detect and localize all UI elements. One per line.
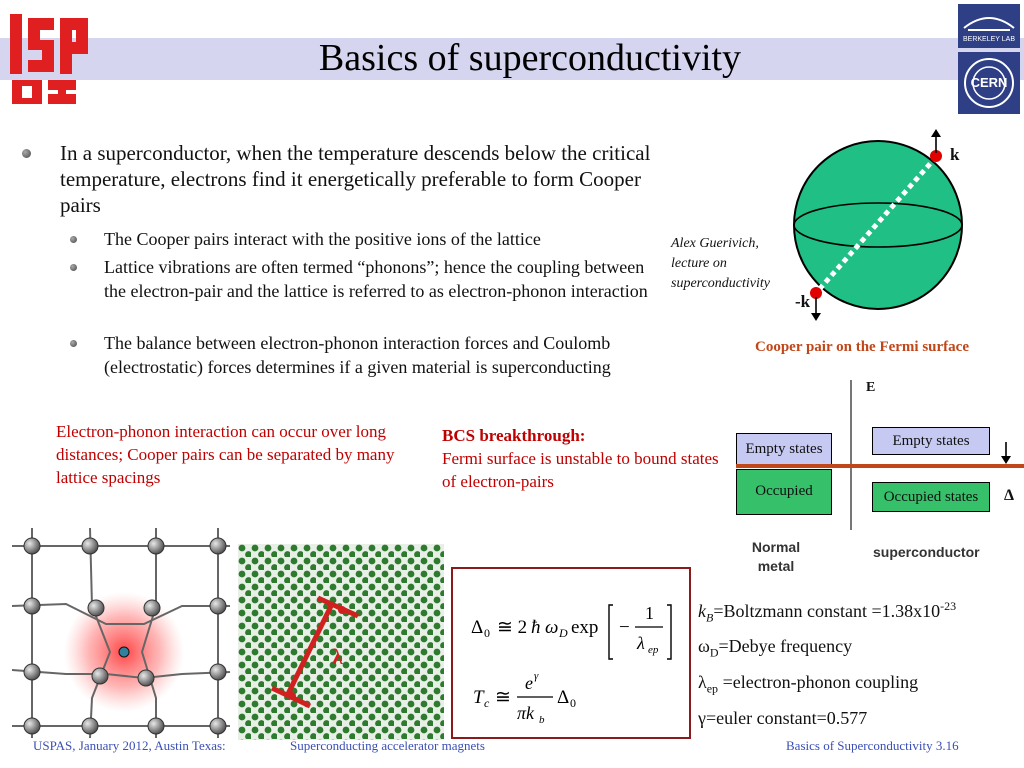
svg-text:exp: exp [571, 617, 598, 638]
sub-bullet-text: The balance between electron-phonon inte… [104, 333, 611, 377]
sub-bullet: The Cooper pairs interact with the posit… [70, 227, 670, 251]
bcs-title: BCS breakthrough: [442, 426, 586, 445]
cern-text: CERN [970, 75, 1008, 90]
bullet-icon [70, 236, 77, 243]
kb-subscript: B [706, 610, 714, 625]
cern-logo: CERN [958, 52, 1020, 114]
svg-text:ep: ep [648, 644, 659, 656]
cooper-pair-link [814, 155, 938, 295]
normal-metal-label: Normal metal [736, 538, 816, 576]
normal-empty-states: Empty states [736, 433, 832, 465]
kb-text: =Boltzmann constant =1.38x10 [713, 601, 941, 621]
main-bullet-text: In a superconductor, when the temperatur… [60, 141, 651, 217]
lep-text: =electron-phonon coupling [718, 672, 919, 692]
svg-text:Δ: Δ [557, 687, 569, 708]
credit-line: superconductivity [671, 276, 771, 291]
wd-text: =Debye frequency [718, 636, 853, 656]
berkeley-lab-logo: BERKELEY LAB [958, 4, 1020, 48]
svg-text:e: e [525, 673, 533, 693]
sub-bullet: The balance between electron-phonon inte… [70, 331, 670, 379]
credit-line: lecture on [671, 256, 727, 271]
gap-arrow [1001, 442, 1011, 464]
svg-text:T: T [473, 687, 485, 708]
normal-label-line: metal [757, 558, 795, 574]
fermi-level-line [736, 464, 1024, 468]
fermi-sphere-diagram [793, 129, 963, 321]
legend-debye: ωD=Debye frequency [698, 636, 852, 661]
svg-text:λ: λ [636, 633, 645, 653]
kb-symbol: k [698, 601, 706, 621]
title-band [0, 38, 1024, 80]
lep-symbol: λ [698, 672, 707, 692]
super-occupied-states: Occupied states [872, 482, 990, 512]
energy-axis-label: E [866, 380, 876, 395]
svg-text:γ: γ [534, 670, 539, 682]
arrow-down-icon [811, 313, 821, 321]
bullet-icon [70, 264, 77, 271]
legend-kb: kB=Boltzmann constant =1.38x10-23 [698, 599, 956, 626]
bcs-note: BCS breakthrough: Fermi surface is unsta… [442, 424, 722, 493]
svg-text:1: 1 [645, 603, 654, 623]
bcs-text: Fermi surface is unstable to bound state… [442, 449, 719, 491]
svg-text:0: 0 [570, 696, 576, 710]
electron-minus-k [810, 287, 822, 299]
sphere-caption: Cooper pair on the Fermi surface [755, 339, 969, 355]
super-empty-states: Empty states [872, 427, 990, 455]
kb-exponent: -23 [940, 599, 957, 613]
phonon-note: Electron-phonon interaction can occur ov… [56, 422, 395, 487]
svg-text:c: c [484, 696, 490, 710]
normal-occupied: Occupied [736, 469, 832, 515]
fermi-sphere [793, 140, 963, 310]
energy-axis [850, 380, 852, 530]
svg-text:−: − [619, 617, 630, 638]
bcs-formulas: Δ 0 ≅ 2 ħ ω D exp − 1 λ ep T c ≅ e γ πk … [471, 603, 672, 726]
minus-k-label: -k [795, 292, 811, 311]
svg-text:Δ: Δ [471, 617, 483, 638]
credit-line: Alex Guerivich, [671, 236, 759, 251]
wd-symbol: ω [698, 636, 710, 656]
legend-gamma: γ=euler constant=0.577 [698, 708, 868, 728]
wd-subscript: D [709, 645, 719, 660]
legend-lambda: λep =electron-phonon coupling [698, 672, 918, 697]
electron-k [930, 150, 942, 162]
footer-right: Basics of Superconductivity 3.16 [786, 738, 959, 753]
k-label: k [950, 145, 960, 164]
arrow-down-icon [1001, 456, 1011, 464]
deformed-lattice-image [6, 528, 234, 738]
svg-text:ω: ω [545, 617, 558, 638]
svg-text:b: b [539, 714, 545, 726]
lep-subscript: ep [706, 681, 719, 696]
gap-symbol: Δ [1004, 487, 1015, 504]
cooper-pair-lattice-image [238, 544, 444, 740]
footer-center: Superconducting accelerator magnets [290, 738, 485, 753]
sub-bullet-text: The Cooper pairs interact with the posit… [104, 229, 541, 249]
main-bullet: In a superconductor, when the temperatur… [22, 140, 672, 218]
sub-bullet-text: Lattice vibrations are often termed “pho… [104, 257, 648, 301]
svg-text:≅ 2: ≅ 2 [497, 617, 527, 638]
svg-text:0: 0 [484, 626, 490, 640]
arrow-up-icon [931, 129, 941, 137]
superconductor-label: superconductor [873, 544, 980, 560]
formula-box: Δ 0 ≅ 2 ħ ω D exp − 1 λ ep T c ≅ e γ πk … [451, 567, 691, 739]
page-title: Basics of superconductivity [318, 37, 742, 79]
lambda-label: λ [332, 644, 343, 669]
credit-text: Alex Guerivich, lecture on superconducti… [671, 234, 770, 294]
normal-label-line: Normal [751, 539, 801, 555]
sub-bullet: Lattice vibrations are often termed “pho… [70, 255, 670, 303]
uspas-logo [10, 14, 88, 104]
footer-left: USPAS, January 2012, Austin Texas: [33, 738, 226, 753]
svg-text:≅: ≅ [495, 687, 511, 708]
bullet-icon [70, 340, 77, 347]
berkeley-lab-text: BERKELEY LAB [962, 36, 1015, 43]
bullet-icon [22, 149, 31, 158]
svg-text:πk: πk [517, 703, 535, 723]
sphere-equator [793, 202, 963, 248]
svg-text:D: D [558, 626, 568, 640]
svg-text:ħ: ħ [531, 617, 541, 638]
